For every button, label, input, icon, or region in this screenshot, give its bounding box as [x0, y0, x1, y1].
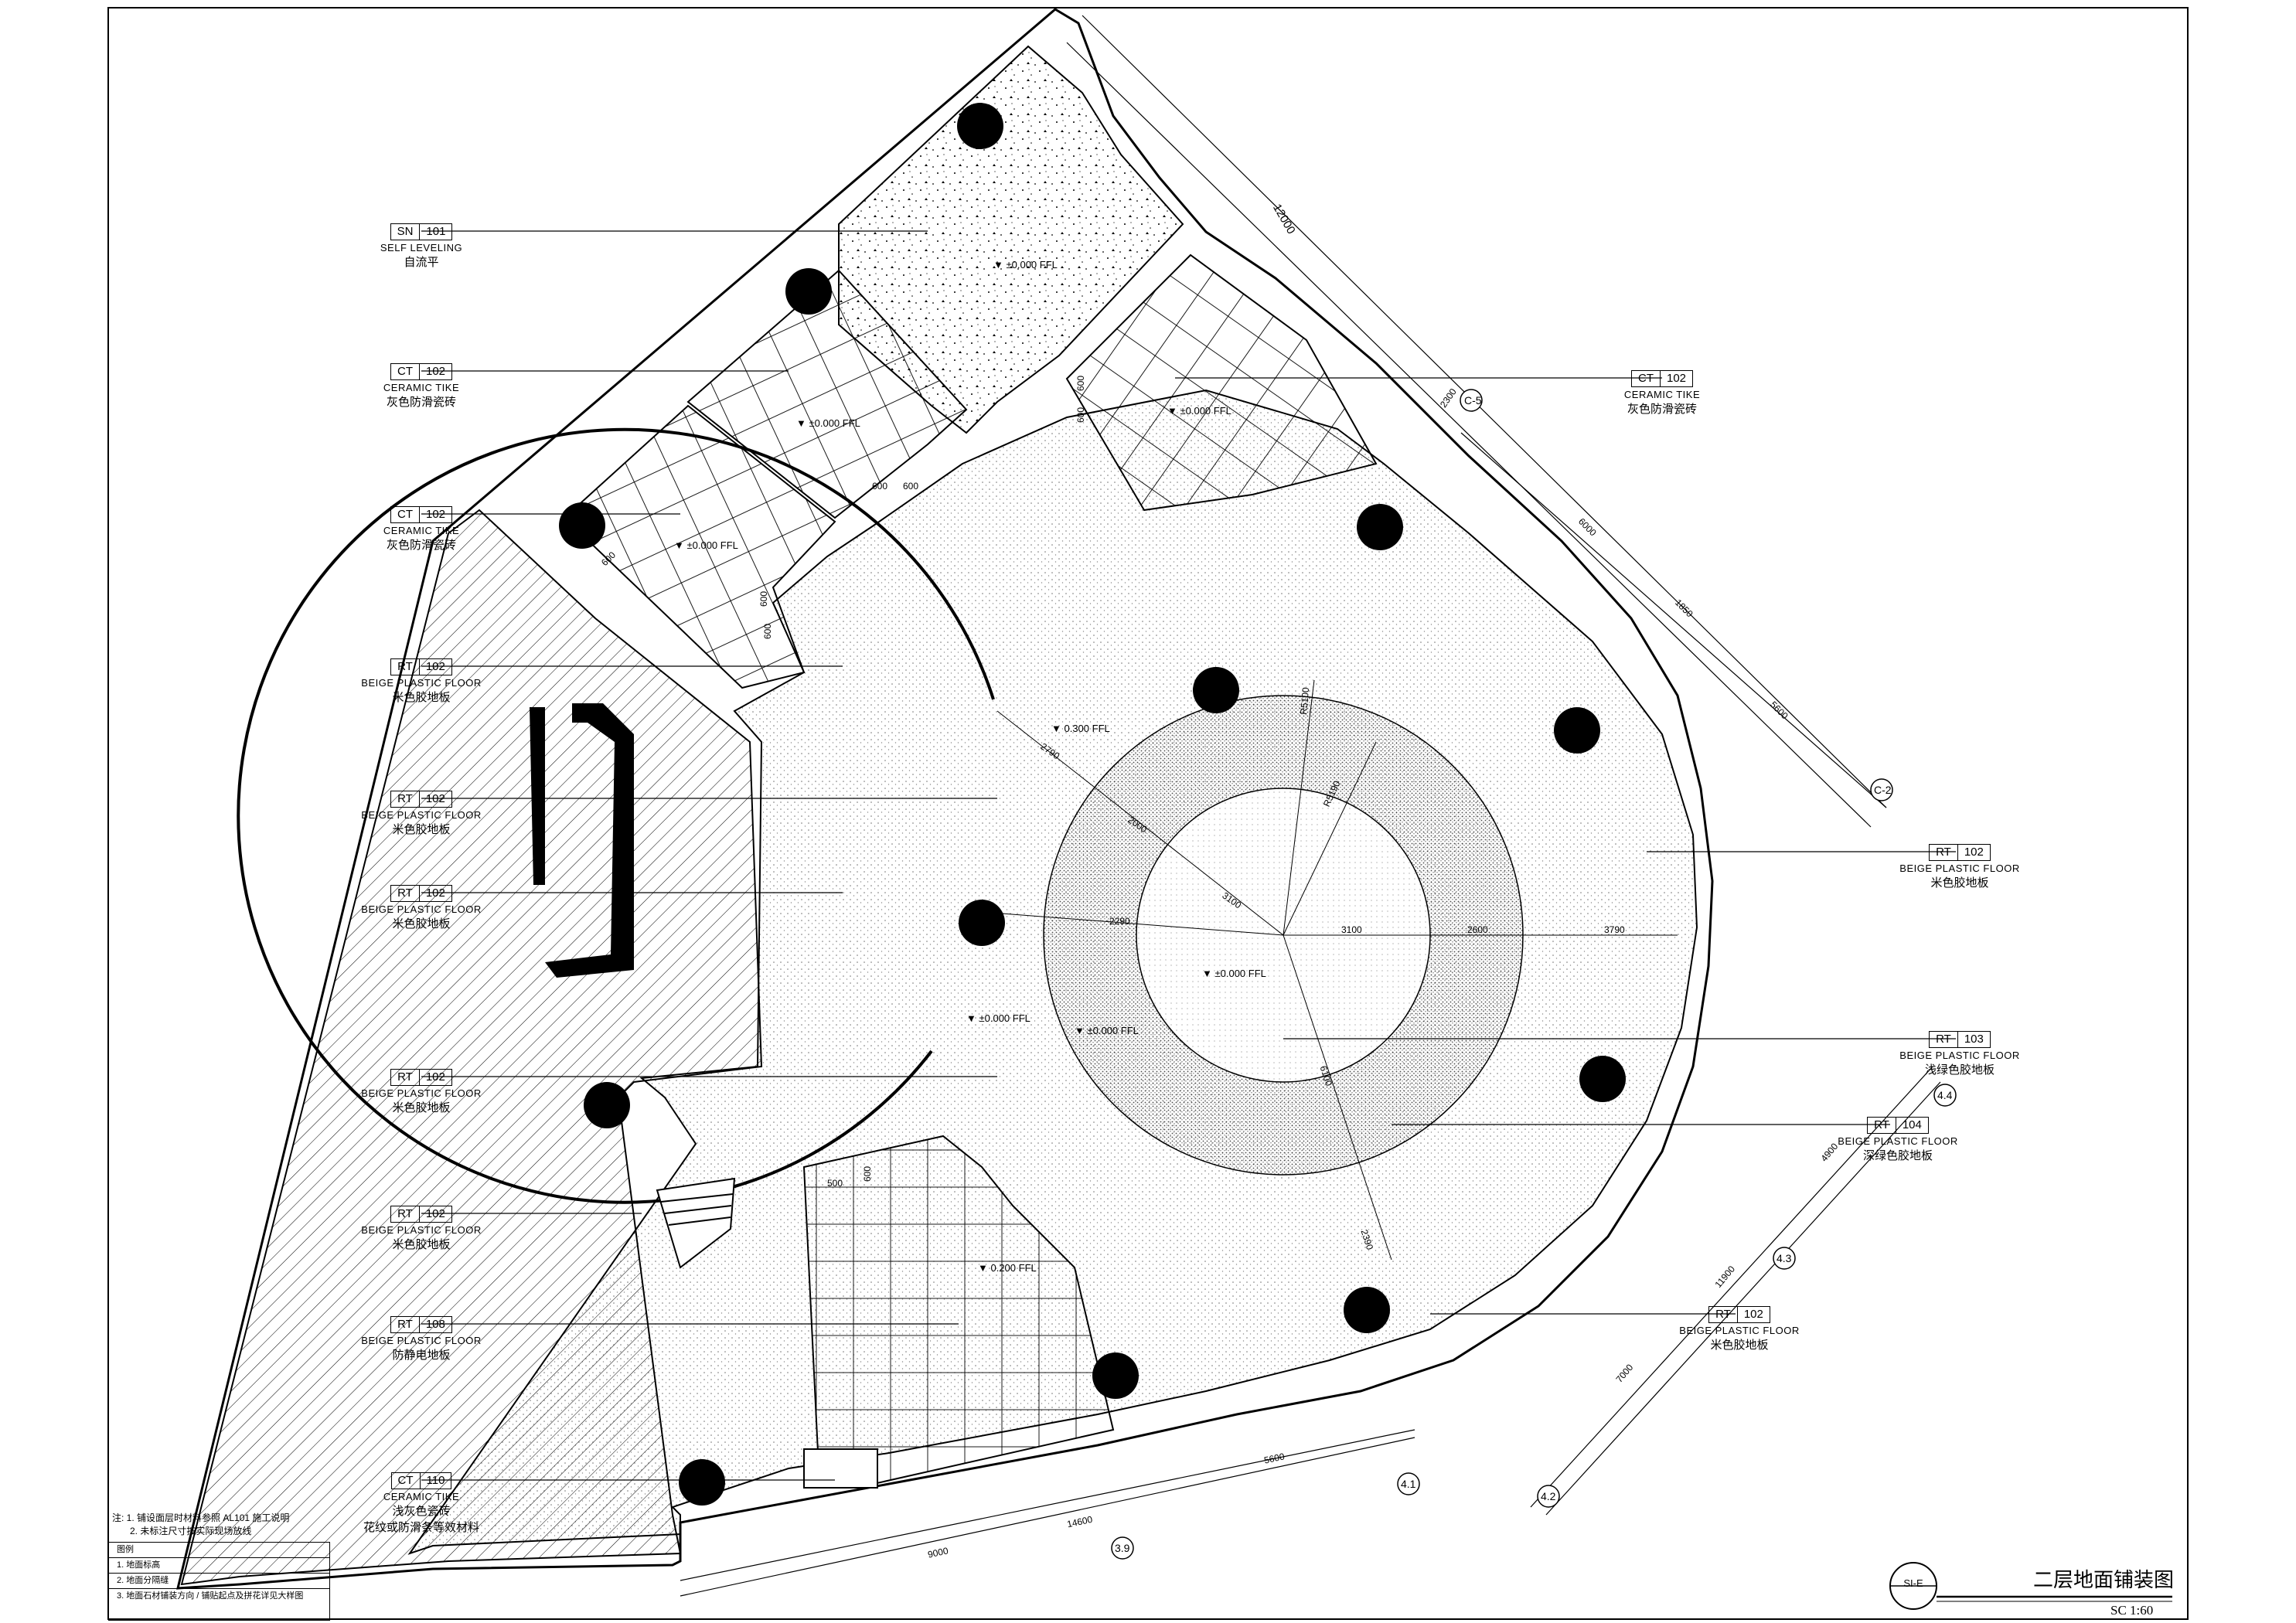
level-mark: ▼ 0.300 FFL: [1051, 723, 1110, 734]
dimension-label: 2290: [1109, 916, 1130, 927]
legend-table: 图例 1. 地面标高 2. 地面分隔缝 3. 地面石材铺装方向 / 铺贴起点及拼…: [108, 1542, 330, 1621]
dimension-label: 600: [872, 481, 888, 492]
level-mark: ▼ ±0.000 FFL: [1075, 1025, 1139, 1036]
level-mark: ▼ ±0.000 FFL: [674, 539, 738, 551]
grid-label: C-5: [1464, 394, 1482, 407]
level-mark: ▼ ±0.000 FFL: [1167, 405, 1231, 417]
outer-dimension-lines: [680, 15, 1941, 1597]
dimension-label: 600: [762, 623, 774, 640]
drawing-scale: SC 1:60: [2110, 1603, 2154, 1618]
structural-columns: [559, 103, 1626, 1506]
grid-bubbles: [1111, 389, 1957, 1560]
outer-ring-wall: [237, 427, 995, 1204]
grid-label: C-2: [1874, 784, 1892, 796]
grid-label: 4.4: [1937, 1089, 1953, 1101]
title-symbol-label: SI-E: [1903, 1577, 1923, 1589]
level-mark: ▼ 0.200 FFL: [978, 1262, 1037, 1274]
level-mark: ▼ ±0.000 FFL: [1202, 968, 1266, 979]
grid-label: 4.1: [1401, 1478, 1416, 1490]
dimension-label: 3790: [1604, 924, 1625, 935]
grid-label: 4.2: [1541, 1490, 1556, 1502]
left-wall-fragment: [530, 707, 545, 885]
drawing-title: 二层地面铺装图: [2033, 1569, 2175, 1592]
dimension-label: 600: [1075, 407, 1087, 424]
tile-room-mid-left: [563, 404, 836, 689]
leader-lines: [421, 230, 1956, 1481]
c-shaped-wall: [545, 703, 634, 978]
legend-row: 2. 地面分隔缝: [109, 1574, 329, 1589]
stair-bottom: [803, 1448, 878, 1489]
grid-label: 4.3: [1777, 1252, 1792, 1264]
sheet-border: [107, 7, 2189, 1620]
level-mark: ▼ ±0.000 FFL: [966, 1012, 1030, 1024]
dimension-label: 600: [1075, 375, 1087, 392]
legend-row: 1. 地面标高: [109, 1558, 329, 1574]
tile-room-top-right: [1065, 253, 1378, 512]
legend-header: 图例: [109, 1543, 329, 1558]
level-mark: ▼ ±0.000 FFL: [993, 259, 1058, 270]
dimension-label: 500: [827, 1178, 843, 1189]
dimension-label: 600: [758, 590, 770, 607]
radial-dimension-lines: [981, 679, 1678, 1261]
dimension-label: 600: [862, 1165, 874, 1182]
drawing-note: 2. 未标注尺寸按实际现场放线: [130, 1526, 252, 1536]
drawing-note: 注: 1. 铺设面层时材料参照 AL101 施工说明: [112, 1512, 290, 1523]
dimension-label: 2600: [1467, 924, 1488, 935]
dimension-label: 3100: [1341, 924, 1362, 935]
grid-label: 3.9: [1115, 1542, 1130, 1554]
building-outline: [176, 8, 1714, 1590]
stair: [656, 1177, 736, 1269]
level-mark: ▼ ±0.000 FFL: [796, 417, 860, 429]
dimension-label: 600: [903, 481, 919, 492]
legend-row: 3. 地面石材铺装方向 / 铺贴起点及拼花详见大样图: [117, 1591, 304, 1601]
